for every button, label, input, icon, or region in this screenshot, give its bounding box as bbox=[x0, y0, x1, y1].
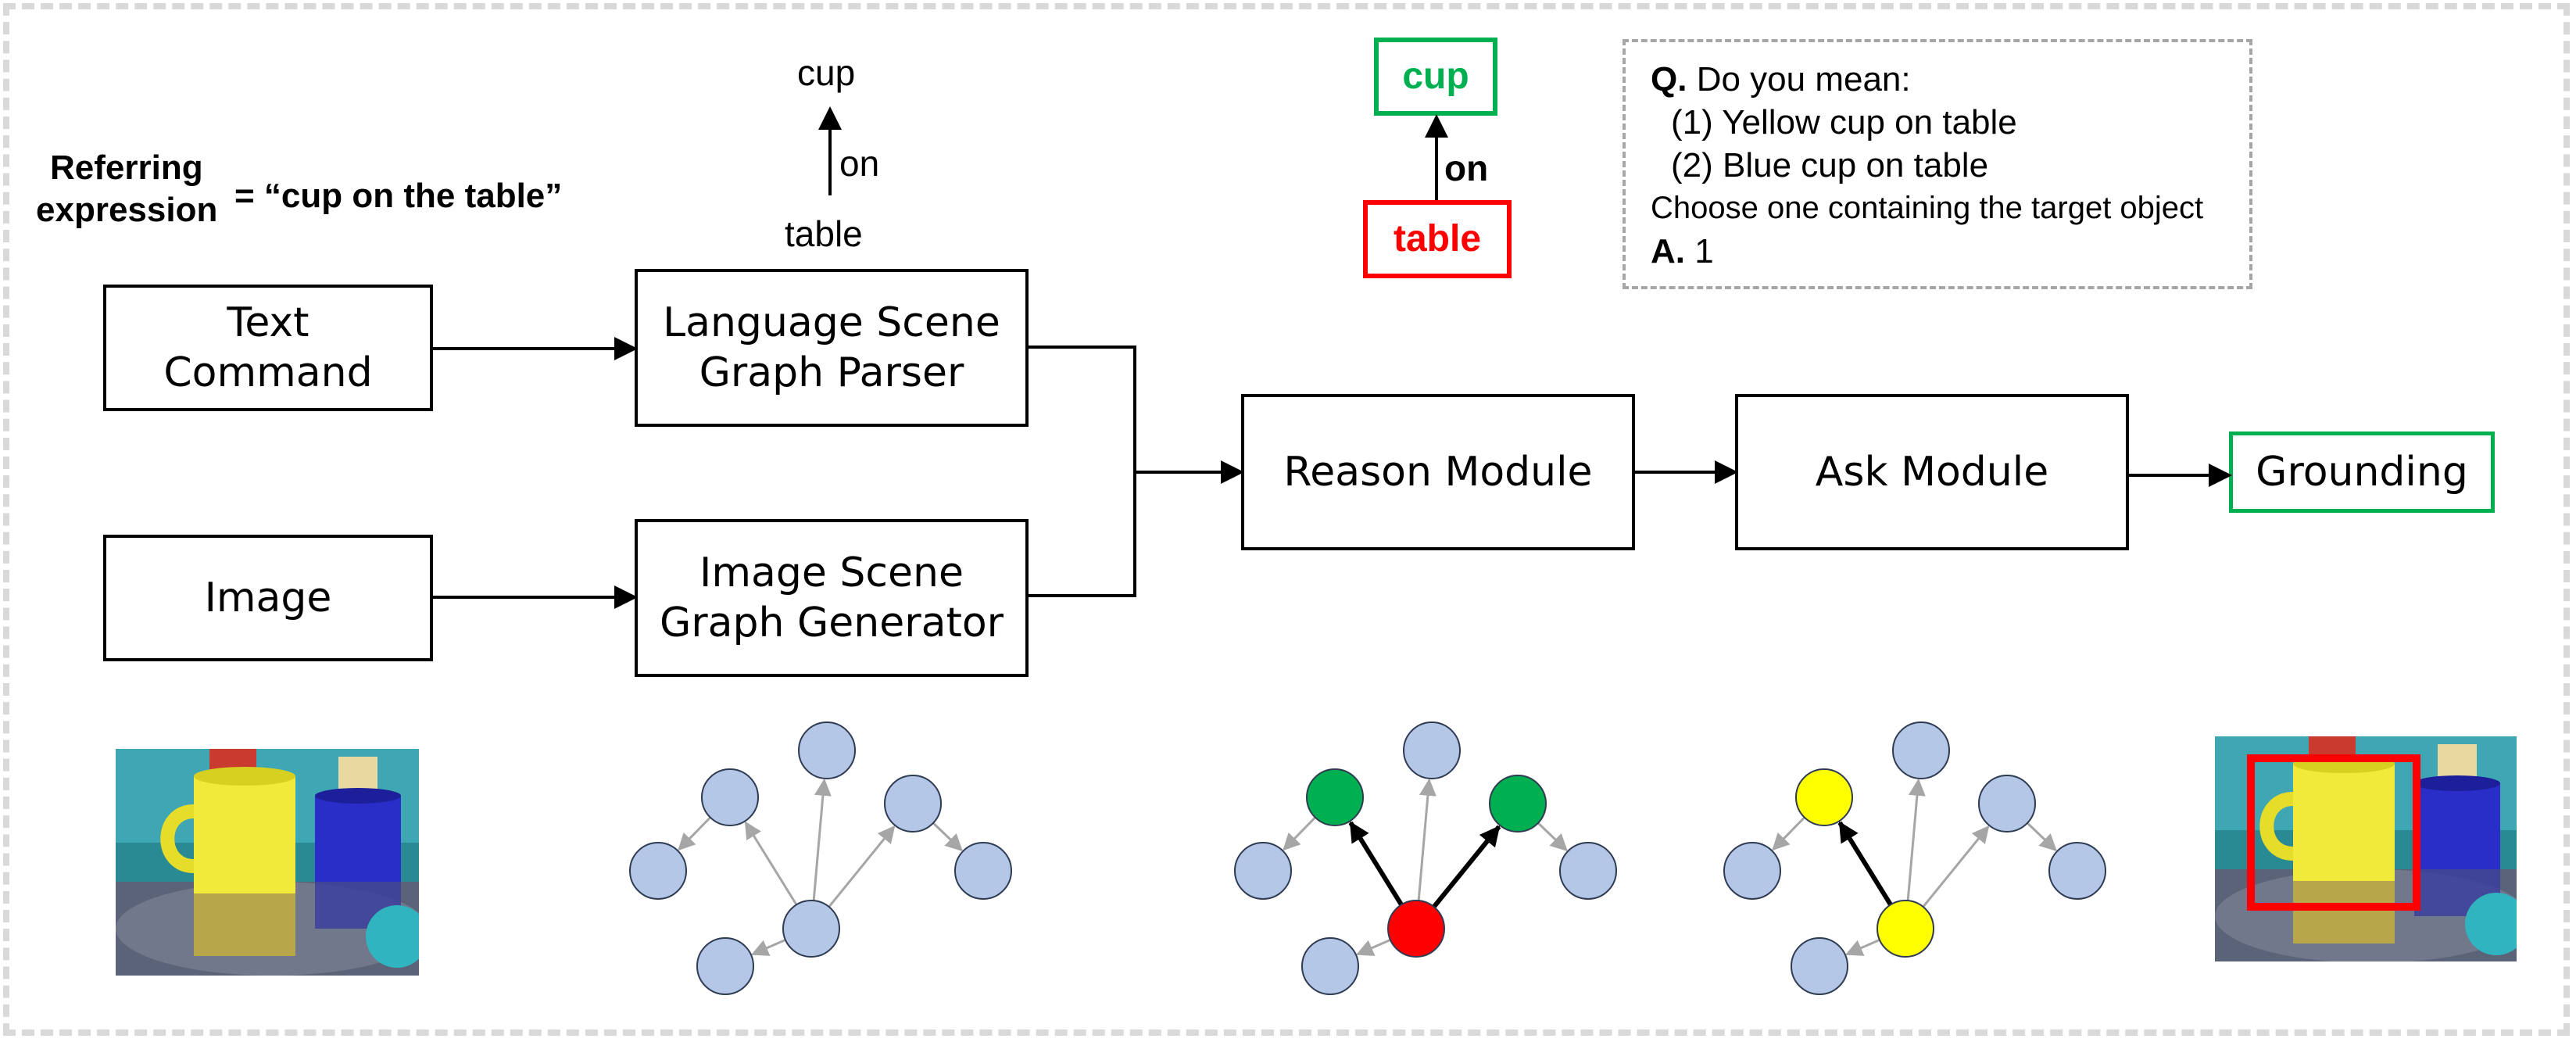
cup-node-label: cup bbox=[1402, 56, 1469, 97]
parse-graph-relation: on bbox=[839, 143, 880, 184]
reasoned-scene-graph bbox=[1234, 722, 1617, 995]
image-input-box: Image bbox=[103, 535, 433, 661]
graph-edge bbox=[1837, 821, 1893, 906]
graph-edge bbox=[1772, 816, 1805, 851]
graph-node bbox=[1489, 775, 1547, 833]
graph-node bbox=[1301, 937, 1359, 995]
answer-label: A. bbox=[1651, 232, 1685, 270]
text-command-line2: Command bbox=[163, 349, 373, 396]
parser-line1: Language Scene bbox=[663, 299, 1000, 346]
grounding-bbox bbox=[2247, 754, 2420, 911]
graph-edge bbox=[1283, 816, 1316, 851]
graph-node bbox=[1234, 842, 1292, 900]
grounded-photo-art bbox=[2215, 736, 2517, 961]
parse-graph-top: cup bbox=[797, 52, 856, 93]
graph-edge bbox=[1922, 825, 1990, 908]
ask-module-label: Ask Module bbox=[1815, 449, 2049, 496]
parser-line2: Graph Parser bbox=[699, 349, 964, 396]
graph-node bbox=[798, 722, 856, 779]
graph-edge bbox=[932, 822, 963, 852]
graph-edge bbox=[750, 939, 786, 956]
graph-edge bbox=[1355, 939, 1391, 956]
graph-node bbox=[1877, 900, 1934, 958]
generator-line2: Graph Generator bbox=[659, 600, 1004, 646]
question-instruction: Choose one containing the target object bbox=[1651, 191, 2204, 225]
graph-node bbox=[954, 842, 1012, 900]
outer-frame bbox=[3, 3, 2570, 1036]
graph-edge bbox=[2026, 822, 2057, 852]
graph-node bbox=[696, 937, 754, 995]
table-node-label: table bbox=[1393, 218, 1482, 260]
graph-node bbox=[1892, 722, 1950, 779]
graph-node bbox=[629, 842, 687, 900]
grounding-box: Grounding bbox=[2229, 431, 2495, 513]
graph-node bbox=[1795, 768, 1853, 826]
graph-node bbox=[2048, 842, 2106, 900]
graph-edge bbox=[1844, 939, 1880, 956]
generated-scene-graph bbox=[629, 722, 1012, 995]
graph-edge bbox=[1906, 778, 1926, 901]
graph-node bbox=[1559, 842, 1617, 900]
graph-node bbox=[782, 900, 840, 958]
referring-expression-value: = “cup on the table” bbox=[234, 177, 563, 215]
grounded-photo bbox=[2215, 736, 2517, 961]
graph-node bbox=[701, 768, 759, 826]
cup-node-box: cup bbox=[1374, 38, 1497, 116]
graph-node bbox=[1387, 900, 1445, 958]
graph-edge bbox=[1432, 825, 1501, 908]
answer-text: 1 bbox=[1694, 232, 1714, 270]
reason-module-box: Reason Module bbox=[1241, 394, 1635, 550]
input-photo-art bbox=[116, 749, 419, 976]
graph-edge bbox=[1417, 778, 1436, 901]
connector-parser-join bbox=[1029, 346, 1136, 597]
graph-edge bbox=[744, 821, 798, 906]
graph-node bbox=[1791, 937, 1848, 995]
table-node-box: table bbox=[1363, 200, 1512, 278]
graph-node bbox=[1978, 775, 2036, 833]
question-dialog: Q. Do you mean: (1) Yellow cup on table … bbox=[1623, 39, 2252, 289]
input-photo bbox=[116, 749, 419, 976]
referring-label-line2: expression bbox=[36, 191, 218, 229]
graph-edge bbox=[828, 825, 896, 908]
graph-edge bbox=[1348, 821, 1404, 906]
graph-node bbox=[1403, 722, 1461, 779]
generator-line1: Image Scene bbox=[699, 550, 964, 596]
graph-edge bbox=[812, 778, 832, 901]
parse-graph-bottom: table bbox=[785, 213, 863, 254]
option-1: (1) Yellow cup on table bbox=[1671, 103, 2017, 141]
question-label: Q. bbox=[1651, 60, 1687, 98]
scene-graphs bbox=[629, 722, 2106, 995]
reason-module-label: Reason Module bbox=[1283, 449, 1593, 496]
text-command-line1: Text bbox=[227, 299, 309, 346]
option-2: (2) Blue cup on table bbox=[1671, 146, 1989, 184]
graph-node bbox=[884, 775, 942, 833]
graph-edge bbox=[1537, 822, 1568, 852]
colored-graph-relation: on bbox=[1444, 148, 1489, 188]
referring-label-line1: Referring bbox=[50, 149, 203, 187]
image-input-label: Image bbox=[204, 575, 332, 621]
graph-edge bbox=[678, 816, 711, 851]
ask-scene-graph bbox=[1723, 722, 2106, 995]
graph-node bbox=[1723, 842, 1781, 900]
graph-node bbox=[1306, 768, 1364, 826]
question-text: Do you mean: bbox=[1696, 60, 1911, 98]
ask-module-box: Ask Module bbox=[1735, 394, 2129, 550]
grounding-label: Grounding bbox=[2256, 449, 2468, 496]
